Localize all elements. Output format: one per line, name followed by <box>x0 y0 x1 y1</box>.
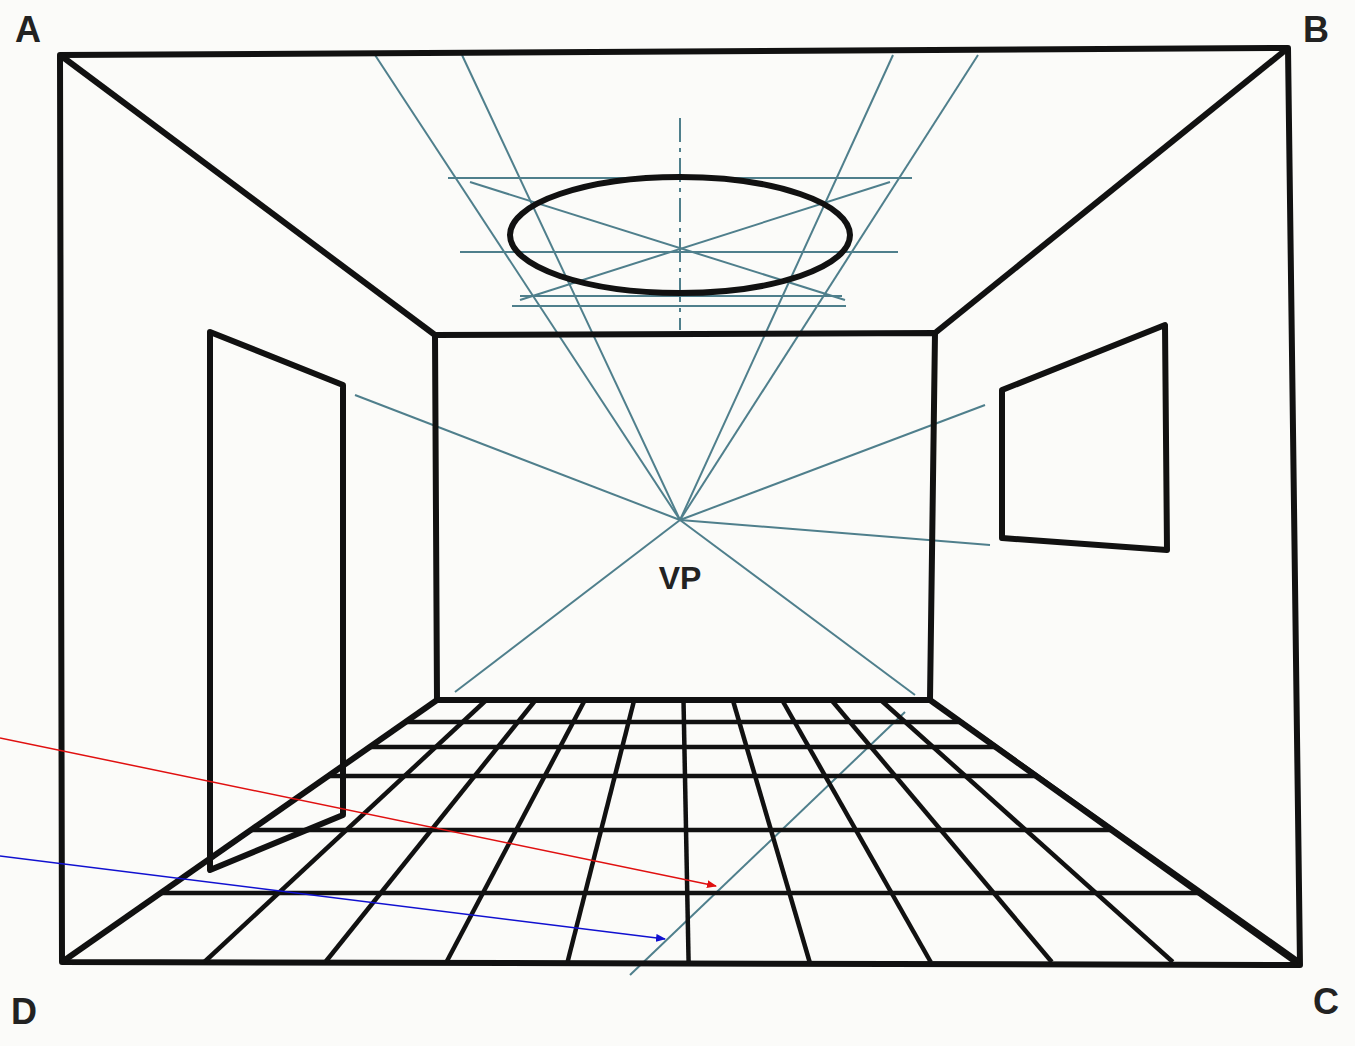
corner-label: D <box>11 994 37 1030</box>
ceiling-light <box>510 177 850 293</box>
tile-line <box>161 891 1200 896</box>
corner-label: C <box>1313 984 1339 1020</box>
tile-line <box>406 720 961 725</box>
vanishing-point-label: VP <box>657 562 704 594</box>
corner-label: B <box>1303 12 1329 48</box>
blue-pointer <box>0 856 665 939</box>
room-outline <box>60 48 1300 965</box>
tile-line <box>251 828 1112 833</box>
red-pointer <box>0 738 716 886</box>
corner-label: A <box>15 12 41 48</box>
door <box>210 332 343 870</box>
tile-line <box>328 774 1036 779</box>
window <box>1002 325 1167 550</box>
floor-tiles <box>62 700 1300 962</box>
tile-line <box>370 745 996 750</box>
construction-lines <box>355 55 990 975</box>
